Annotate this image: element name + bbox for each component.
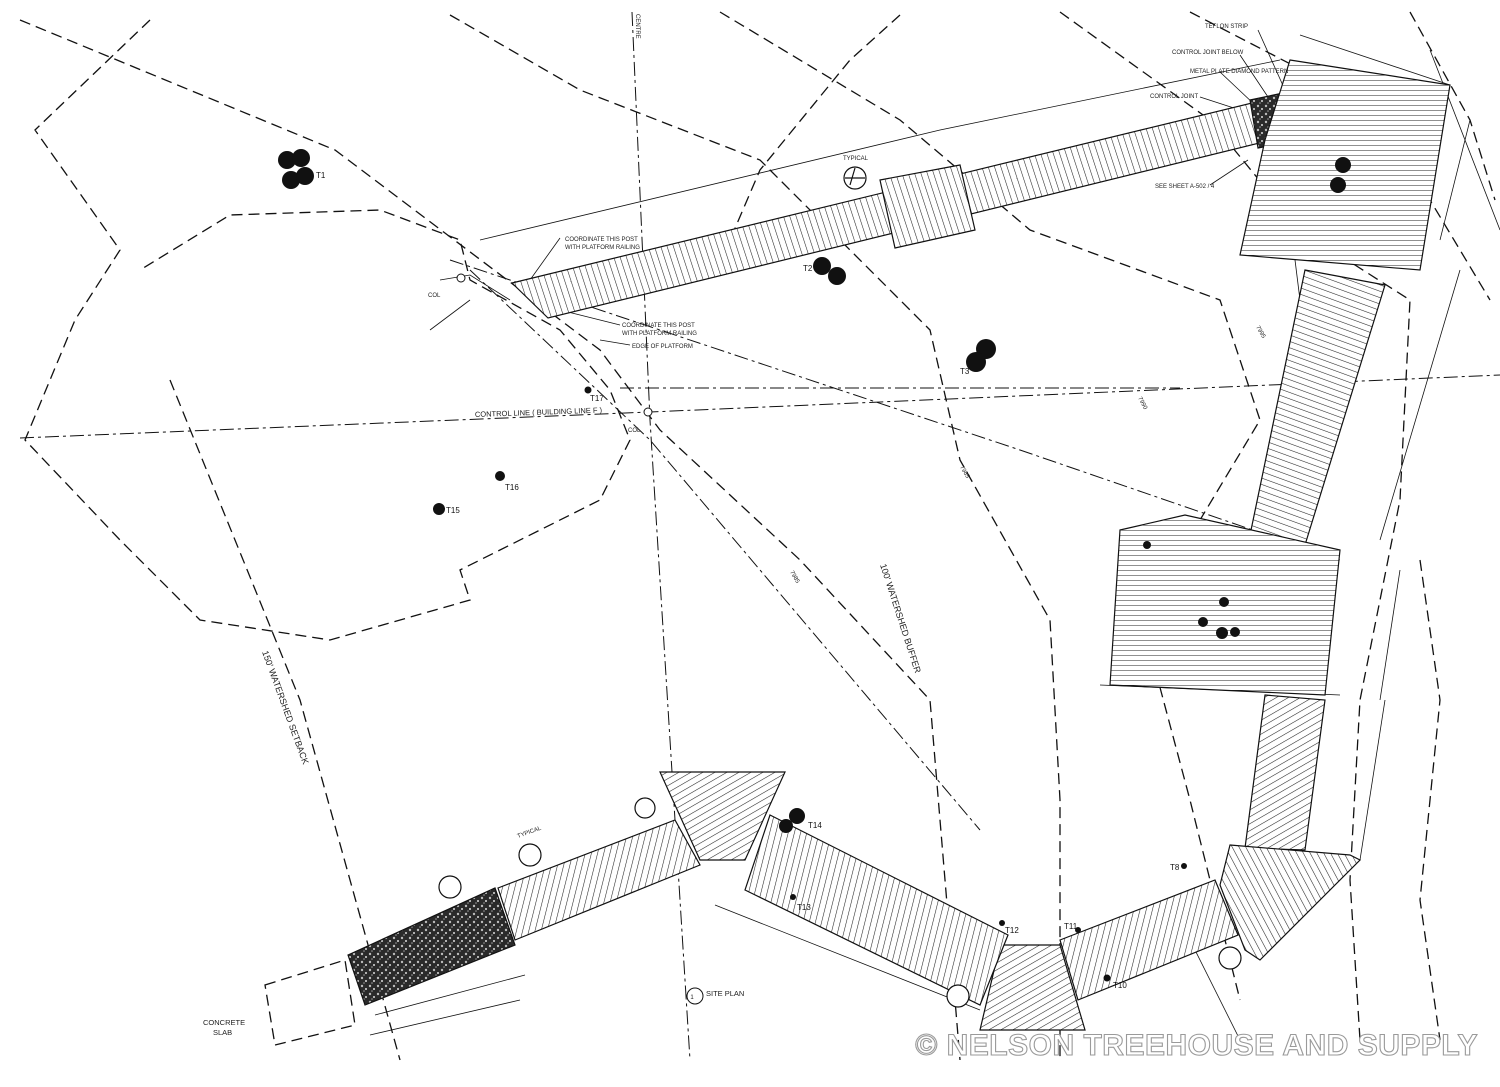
- tree-label-t13: T13: [797, 903, 811, 912]
- tree-label-t1: T1: [316, 171, 326, 180]
- tree-label-t10: T10: [1113, 981, 1127, 990]
- tree-label-t14: T14: [808, 821, 822, 830]
- setback-line: [169, 379, 401, 1061]
- lower-center-platform: [979, 944, 1086, 1031]
- label-col-2: COL: [628, 428, 641, 434]
- label-control-joint-below: CONTROL JOINT BELOW: [1172, 50, 1244, 56]
- label-contour-1: 7985: [788, 570, 800, 585]
- label-centre: CENTRE: [634, 14, 640, 39]
- label-control-joint: CONTROL JOINT: [1150, 94, 1198, 100]
- tree-label-t16: T16: [505, 483, 519, 492]
- label-watershed-buffer: 100' WATERSHED BUFFER: [878, 563, 923, 675]
- label-watershed-setback: 150' WATERSHED SETBACK: [260, 649, 311, 765]
- copyright-watermark: © NELSON TREEHOUSE AND SUPPLY: [915, 1029, 1478, 1062]
- label-site-plan-num: 1: [690, 995, 694, 1001]
- lower-walkway-left: [497, 819, 701, 941]
- tree-labels: T1 T2 T3 T8 T10 T11 T12 T13 T14 T15 T16 …: [316, 171, 1180, 990]
- tree-label-t11: T11: [1064, 922, 1078, 931]
- tree-label-t17: T17: [590, 394, 604, 403]
- right-lower-walkway: [1244, 694, 1326, 851]
- section-markers: [438, 166, 1242, 1008]
- upper-walkway-landing: [879, 164, 976, 249]
- trees: [278, 149, 1351, 982]
- right-walkway: [1249, 269, 1386, 546]
- label-contour-2: 7990: [1136, 396, 1148, 411]
- tree-label-t12: T12: [1005, 926, 1019, 935]
- lower-walkway-right: [1059, 879, 1239, 1001]
- label-col-1: COL: [428, 293, 441, 299]
- label-contour-3: 7995: [1254, 325, 1266, 340]
- label-teflon-strip: TEFLON STRIP: [1205, 24, 1248, 30]
- watershed-setback-outline: [24, 19, 631, 641]
- label-metal-plate: METAL PLATE DIAMOND PATTERN: [1190, 69, 1288, 75]
- tree-label-t2: T2: [803, 264, 813, 273]
- label-coordinate-post-1: COORDINATE THIS POST: [565, 237, 638, 243]
- lower-walkway-middle: [744, 814, 1009, 1006]
- label-edge-of-platform: EDGE OF PLATFORM: [632, 344, 693, 350]
- tree-label-t8: T8: [1170, 863, 1180, 872]
- label-typical-2: TYPICAL: [517, 825, 543, 839]
- label-coordinate-post-2b: WITH PLATFORM RAILING: [622, 331, 697, 337]
- lower-right-platform: [1219, 844, 1362, 961]
- tree-label-t15: T15: [446, 506, 460, 515]
- label-control-line: CONTROL LINE ( BUILDING LINE F ): [475, 406, 603, 419]
- label-typical-1: TYPICAL: [843, 156, 869, 162]
- concrete-slab: [264, 959, 356, 1046]
- lower-left-platform: [659, 771, 786, 861]
- label-coordinate-post-2: COORDINATE THIS POST: [622, 323, 695, 329]
- label-see-sheet: SEE SHEET A-502 / 4: [1155, 184, 1215, 190]
- label-concrete-slab-1: CONCRETE: [203, 1018, 245, 1027]
- gravel-ramp: [347, 887, 516, 1006]
- label-contour-4: 7985: [958, 465, 970, 480]
- label-site-plan: SITE PLAN: [706, 989, 744, 998]
- tree-label-t3: T3: [960, 367, 970, 376]
- label-coordinate-post-1b: WITH PLATFORM RAILING: [565, 245, 640, 251]
- dimension-lines: [369, 34, 1500, 1041]
- label-concrete-slab-2: SLAB: [213, 1028, 232, 1037]
